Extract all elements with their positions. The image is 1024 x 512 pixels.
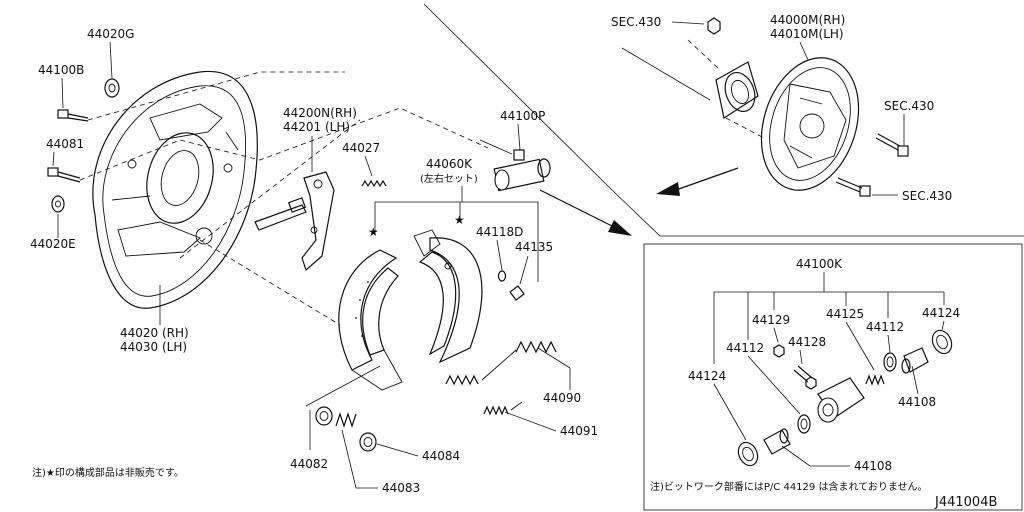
- label-44084: 44084: [422, 449, 460, 463]
- brake-shoe-rear[interactable]: [413, 229, 483, 364]
- label-44082: 44082: [290, 457, 328, 471]
- return-spring-44090[interactable]: [445, 340, 557, 386]
- label-44128: 44128: [788, 335, 826, 349]
- label-44200n-rh: 44200N(RH): [283, 106, 357, 120]
- cap-44129[interactable]: [773, 344, 785, 358]
- clip-44135[interactable]: [509, 285, 525, 301]
- label-44090: 44090: [543, 391, 581, 405]
- bolt-lower[interactable]: [835, 177, 871, 197]
- grommet-44020e[interactable]: [51, 195, 65, 213]
- label-44124-l: 44124: [688, 369, 726, 383]
- label-44020e: 44020E: [30, 237, 76, 251]
- brake-assembly-44000m[interactable]: [745, 45, 875, 203]
- detail-box: [643, 243, 1023, 511]
- label-44135: 44135: [515, 240, 553, 254]
- spring-44027[interactable]: [361, 179, 387, 188]
- label-44010m-lh: 44010M(LH): [770, 27, 844, 41]
- label-44100k: 44100K: [796, 257, 843, 271]
- cup-44112-left[interactable]: [797, 414, 811, 434]
- spring-44125[interactable]: [865, 374, 885, 386]
- backing-plate[interactable]: [92, 70, 258, 309]
- label-sec430-a: SEC.430: [611, 15, 661, 29]
- star-mark-a: ★: [368, 225, 379, 239]
- label-44125: 44125: [826, 307, 864, 321]
- label-44020-rh: 44020 (RH): [120, 326, 189, 340]
- label-sec430-b: SEC.430: [884, 99, 934, 113]
- label-44060k: 44060K: [426, 157, 473, 171]
- bolt-44100b[interactable]: [57, 109, 89, 122]
- label-44108-r: 44108: [898, 395, 936, 409]
- wheel-hub-bearing[interactable]: [715, 61, 760, 119]
- label-sec430-c: SEC.430: [902, 189, 952, 203]
- hub-nut[interactable]: [707, 17, 721, 35]
- label-44081: 44081: [46, 137, 84, 151]
- label-44030-lh: 44030 (LH): [120, 340, 187, 354]
- label-44124-r: 44124: [922, 306, 960, 320]
- grommet-44020g[interactable]: [104, 78, 120, 98]
- cup-44112-right[interactable]: [883, 352, 897, 372]
- star-mark-b: ★: [454, 213, 465, 227]
- cylinder-body[interactable]: [817, 377, 865, 423]
- bleeder-44128[interactable]: [793, 365, 817, 390]
- label-44108-b: 44108: [854, 459, 892, 473]
- parking-lever[interactable]: [254, 171, 335, 272]
- arrow-to-detail: [539, 189, 617, 229]
- brake-shoe-front[interactable]: [338, 249, 403, 391]
- retainer-44082[interactable]: [315, 406, 333, 426]
- label-44020g: 44020G: [87, 27, 134, 41]
- arrow-head-assembly: [656, 182, 680, 196]
- bleeder-44081[interactable]: [47, 167, 81, 183]
- arrow-head-detail: [608, 220, 632, 236]
- label-44091: 44091: [560, 424, 598, 438]
- label-44027: 44027: [342, 141, 380, 155]
- label-44000m-rh: 44000M(RH): [770, 13, 845, 27]
- label-44112-b: 44112: [726, 341, 764, 355]
- return-spring-44091[interactable]: [483, 401, 523, 416]
- spring-44083[interactable]: [335, 412, 357, 428]
- adjuster-44118d[interactable]: [497, 270, 507, 282]
- label-44083: 44083: [382, 481, 420, 495]
- note-right: 注)ビットワーク部番にはP/C 44129 は含まれておりません。: [650, 480, 928, 493]
- diagram-code: J441004B: [934, 495, 997, 510]
- label-44060k-set: (左右セット): [420, 172, 478, 185]
- label-44129: 44129: [752, 313, 790, 327]
- arrow-to-assembly: [675, 167, 739, 191]
- label-44112-a: 44112: [866, 320, 904, 334]
- piston-44108-left[interactable]: [763, 428, 791, 455]
- label-44201-lh: 44201 (LH): [283, 120, 350, 134]
- note-left: 注)★印の構成部品は非販売です。: [32, 466, 184, 479]
- label-44100b: 44100B: [38, 63, 84, 77]
- label-44118d: 44118D: [476, 225, 523, 239]
- piston-44108-right[interactable]: [901, 347, 929, 374]
- cup-44084[interactable]: [359, 432, 377, 452]
- boot-44124-left[interactable]: [735, 439, 761, 468]
- boot-44124-right[interactable]: [929, 327, 955, 356]
- wheel-cylinder-44100p[interactable]: [479, 139, 551, 192]
- bolt-upper[interactable]: [875, 133, 909, 157]
- label-44100p: 44100P: [500, 109, 545, 123]
